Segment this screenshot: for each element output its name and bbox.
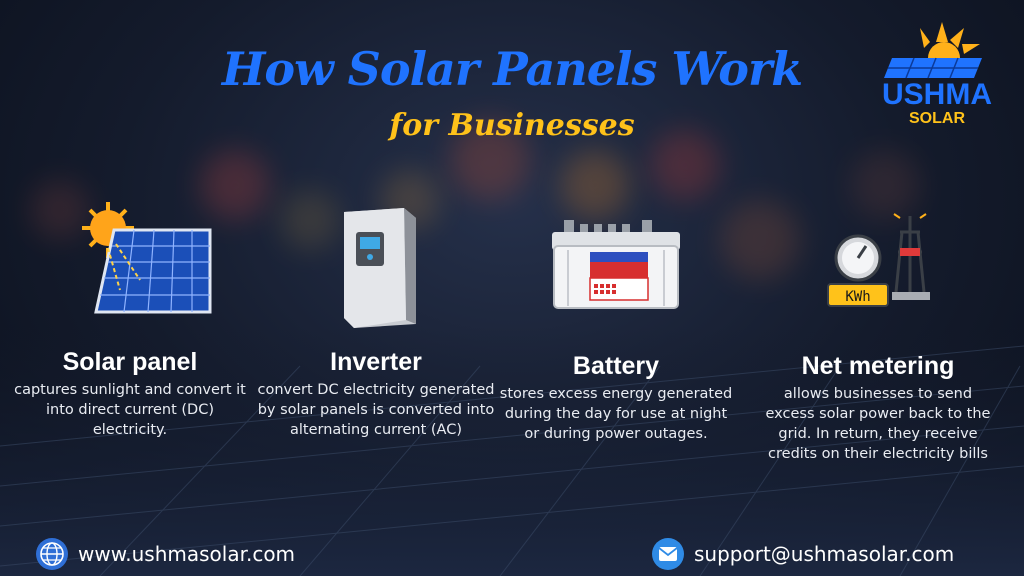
kwh-label: KWh — [845, 289, 870, 305]
inverter-icon — [344, 208, 416, 328]
step-description: convert DC electricity generated by sola… — [257, 382, 495, 438]
step-description: allows businesses to send excess solar p… — [765, 386, 991, 462]
email-icon — [652, 538, 684, 570]
email-link[interactable]: support@ushmasolar.com — [652, 538, 954, 570]
battery-icon — [552, 220, 680, 309]
brand-logo[interactable]: USHMA SOLAR — [872, 18, 1002, 128]
step-title: Solar panel — [62, 348, 198, 376]
sun-logo-icon — [884, 22, 982, 79]
net-meter-icon: KWh — [827, 213, 930, 307]
step-title: Battery — [572, 352, 660, 380]
website-text: www.ushmasolar.com — [78, 542, 296, 566]
step-description: captures sunlight and convert it into di… — [14, 382, 246, 438]
solar-field-background — [0, 326, 1024, 576]
step-title: Net metering — [801, 352, 955, 380]
logo-tagline: SOLAR — [909, 110, 965, 127]
logo-name: USHMA — [882, 78, 992, 111]
solar-panel-icon — [82, 202, 212, 314]
step-description: stores excess energy generated during th… — [499, 386, 733, 442]
website-link[interactable]: www.ushmasolar.com — [36, 538, 295, 570]
step-title: Inverter — [330, 348, 422, 376]
page-title: How Solar Panels Work — [221, 42, 803, 96]
globe-icon — [36, 538, 68, 570]
page-subtitle: for Businesses — [389, 108, 635, 143]
email-text: support@ushmasolar.com — [694, 542, 955, 566]
